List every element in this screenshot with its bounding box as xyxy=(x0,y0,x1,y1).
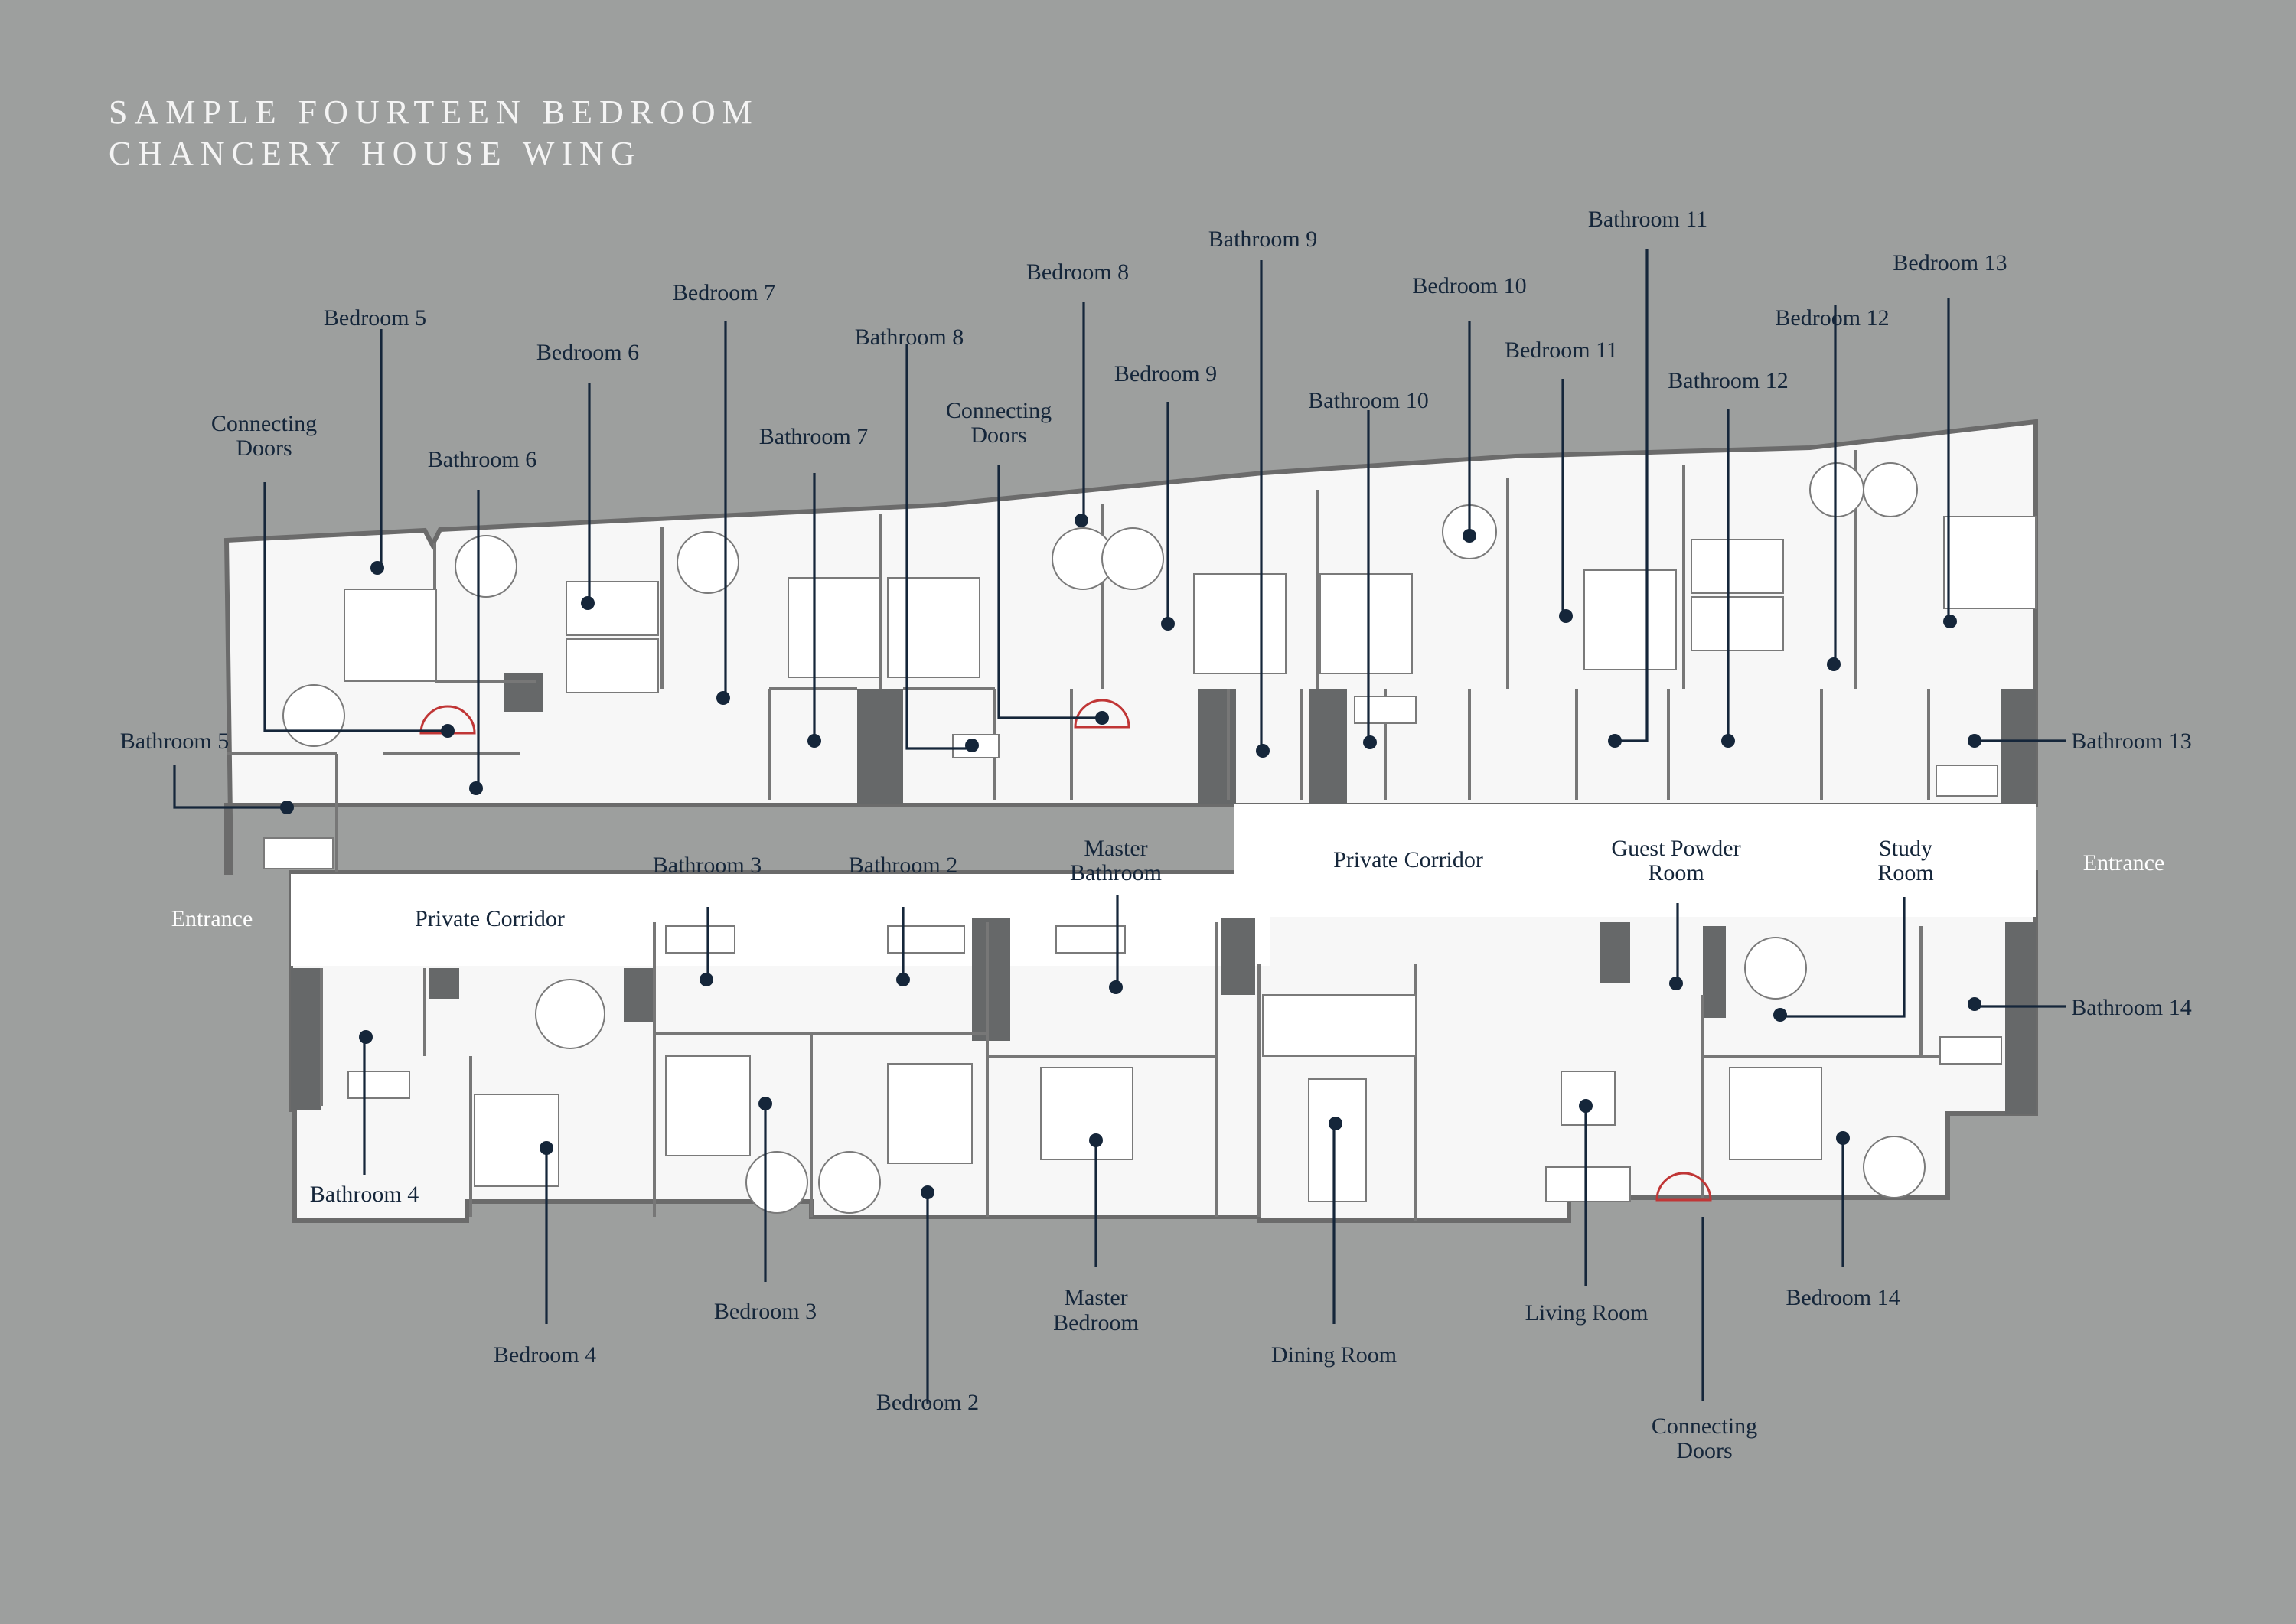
label-study-room-line2: Room xyxy=(1877,860,1933,885)
label-entrance-left: Entrance xyxy=(171,906,253,931)
label-bedroom-10: Bedroom 10 xyxy=(1412,273,1526,298)
label-study-room-line1: Study xyxy=(1879,836,1932,861)
label-guest-powder-room-line1: Guest Powder xyxy=(1611,836,1740,861)
label-guest-powder-room-line2: Room xyxy=(1648,860,1704,885)
label-master-bedroom-line2: Bedroom xyxy=(1053,1310,1139,1335)
label-bedroom-3: Bedroom 3 xyxy=(714,1299,817,1324)
label-connecting-doors-2-line2: Doors xyxy=(970,422,1026,448)
label-bathroom-5: Bathroom 5 xyxy=(120,729,230,754)
label-private-corridor-left: Private Corridor xyxy=(415,906,565,931)
label-bedroom-4: Bedroom 4 xyxy=(494,1342,596,1368)
label-bedroom-6: Bedroom 6 xyxy=(536,340,639,365)
connecting-door-arcs xyxy=(419,699,1712,1202)
label-bathroom-3: Bathroom 3 xyxy=(653,853,762,878)
label-bedroom-12: Bedroom 12 xyxy=(1775,305,1889,331)
furniture xyxy=(263,462,2037,1214)
lower-partitions xyxy=(320,922,1948,1221)
label-bedroom-7: Bedroom 7 xyxy=(673,280,775,305)
label-bathroom-9: Bathroom 9 xyxy=(1208,227,1318,252)
label-dining-room: Dining Room xyxy=(1271,1342,1397,1368)
label-connecting-doors-3-line1: Connecting xyxy=(1652,1414,1757,1439)
upper-wing-outline xyxy=(223,419,2038,875)
private-corridor-right-area xyxy=(1234,804,2036,917)
plan-title-line-1: SAMPLE FOURTEEN BEDROOM xyxy=(109,93,759,131)
label-bathroom-8: Bathroom 8 xyxy=(855,324,964,350)
room-labels: Bedroom 5 Bedroom 6 Bedroom 7 Bathroom 8… xyxy=(120,207,2192,1463)
label-connecting-doors-3-line2: Doors xyxy=(1676,1438,1732,1463)
label-master-bathroom-line2: Bathroom xyxy=(1070,860,1162,885)
label-bedroom-2: Bedroom 2 xyxy=(876,1390,979,1415)
label-bedroom-8: Bedroom 8 xyxy=(1026,259,1129,285)
plan-title-line-2: CHANCERY HOUSE WING xyxy=(109,135,642,172)
label-master-bedroom-line1: Master xyxy=(1064,1285,1127,1310)
label-bedroom-13: Bedroom 13 xyxy=(1893,250,2007,276)
label-entrance-right: Entrance xyxy=(2083,850,2165,876)
label-private-corridor-right: Private Corridor xyxy=(1333,847,1483,872)
label-bedroom-14: Bedroom 14 xyxy=(1786,1285,1900,1310)
label-bathroom-14: Bathroom 14 xyxy=(2071,995,2192,1020)
plan-title: SAMPLE FOURTEEN BEDROOM CHANCERY HOUSE W… xyxy=(109,92,759,174)
label-bathroom-7: Bathroom 7 xyxy=(759,424,869,449)
label-bathroom-10: Bathroom 10 xyxy=(1308,388,1429,413)
label-bathroom-13: Bathroom 13 xyxy=(2071,729,2192,754)
label-bathroom-4: Bathroom 4 xyxy=(310,1182,419,1207)
label-bathroom-6: Bathroom 6 xyxy=(428,447,537,472)
label-connecting-doors-1-line2: Doors xyxy=(236,435,292,461)
label-bathroom-11: Bathroom 11 xyxy=(1588,207,1707,232)
label-bedroom-5: Bedroom 5 xyxy=(324,305,426,331)
leader-lines xyxy=(173,249,2066,1404)
label-bedroom-9: Bedroom 9 xyxy=(1114,361,1217,386)
label-connecting-doors-1-line1: Connecting xyxy=(211,411,317,436)
label-master-bathroom-line1: Master xyxy=(1084,836,1147,861)
label-bathroom-2: Bathroom 2 xyxy=(849,853,958,878)
label-bathroom-12: Bathroom 12 xyxy=(1668,368,1789,393)
label-living-room: Living Room xyxy=(1525,1300,1649,1326)
label-connecting-doors-2-line1: Connecting xyxy=(946,398,1052,423)
label-bedroom-11: Bedroom 11 xyxy=(1505,338,1618,363)
